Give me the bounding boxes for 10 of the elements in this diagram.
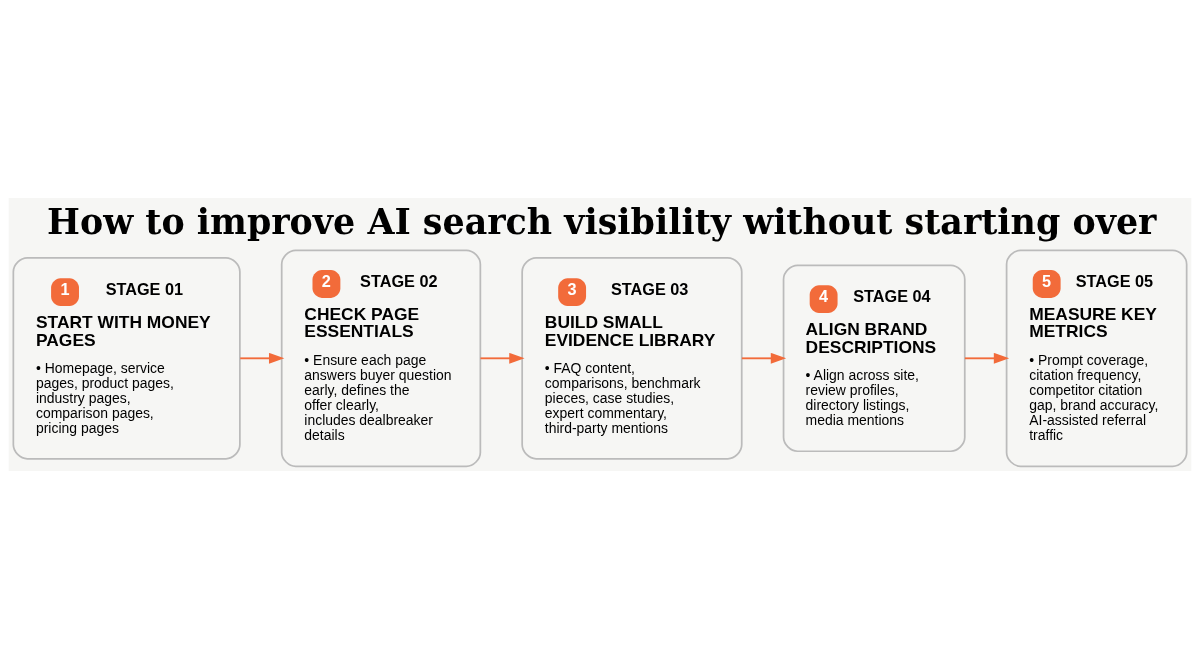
diagram-title: How to improve AI search visibility without starting over (47, 201, 1157, 243)
node-box: 1 STAGE 01 START WITH MONEY PAGES • Homepage, service pages, product pages, industry pages, comparison pages, pricing pages (12, 256, 241, 460)
arrow (479, 352, 525, 364)
arrow (963, 352, 1010, 364)
node-box: 5 STAGE 05 MEASURE KEY METRICS • Prompt coverage, citation frequency, competitor citation gap, brand accuracy, AI-assisted referral traffic (1005, 249, 1188, 468)
arrow (239, 352, 285, 364)
node-box: 3 STAGE 03 BUILD SMALL EVIDENCE LIBRARY • FAQ content, comparisons, benchmark pieces, case studies, expert commentary, third-party mentions (521, 256, 743, 460)
arrow (740, 352, 787, 364)
node-box: 2 STAGE 02 CHECK PAGE ESSENTIALS • Ensure each page answers buyer question early, defines the offer clearly, includes dealbreaker details (280, 249, 482, 468)
node-box: 4 STAGE 04 ALIGN BRAND DESCRIPTIONS • Align across site, review profiles, directory listings, media mentions (782, 264, 966, 453)
